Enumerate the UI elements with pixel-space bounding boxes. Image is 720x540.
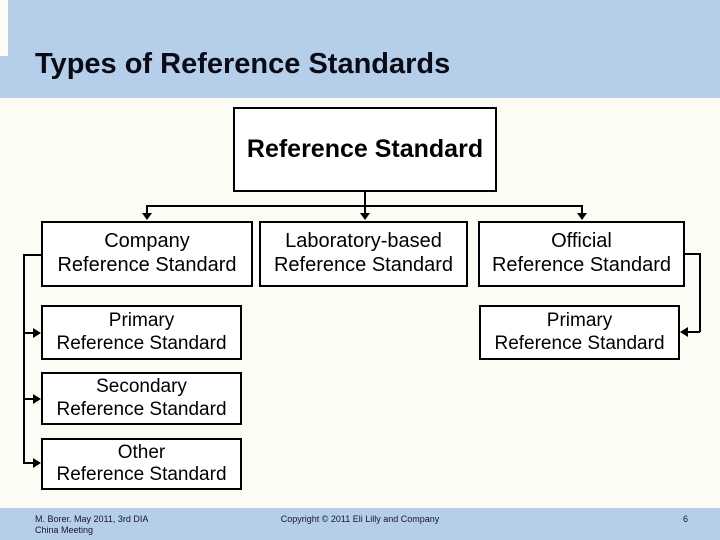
footer-band: M. Borer. May 2011, 3rd DIA China Meetin… [0, 508, 720, 540]
box-primary-reference-standard-left: Primary Reference Standard [41, 305, 242, 360]
box-primary-reference-standard-right: Primary Reference Standard [479, 305, 680, 360]
box-label: Reference Standard [246, 134, 484, 163]
box-label-line1: Company [104, 230, 190, 253]
footer-author: M. Borer. May 2011, 3rd DIA China Meetin… [35, 514, 148, 537]
box-label-line2: Reference Standard [273, 254, 453, 276]
box-label-line2: Reference Standard [491, 254, 671, 276]
box-label-line2: Reference Standard [56, 398, 227, 420]
box-laboratory-based-reference-standard: Laboratory-based Reference Standard [259, 221, 468, 287]
box-label-line2: Reference Standard [56, 332, 227, 354]
box-label-line2: Reference Standard [494, 332, 665, 354]
slide-title: Types of Reference Standards [35, 48, 451, 80]
box-label-line1: Primary [546, 310, 613, 332]
footer-author-line1: M. Borer. May 2011, 3rd DIA [35, 514, 149, 524]
box-secondary-reference-standard: Secondary Reference Standard [41, 372, 242, 425]
box-other-reference-standard: Other Reference Standard [41, 438, 242, 490]
footer-copyright: Copyright © 2011 Eli Lilly and Company [280, 514, 440, 524]
header-corner-notch [0, 0, 8, 56]
footer-page-number: 6 [682, 514, 688, 524]
box-label-line1: Other [117, 441, 166, 463]
box-label-line1: Secondary [96, 376, 187, 398]
box-official-reference-standard: Official Reference Standard [478, 221, 685, 287]
box-label-line2: Reference Standard [56, 464, 227, 485]
box-reference-standard: Reference Standard [233, 107, 497, 192]
header-band [0, 0, 720, 98]
box-label-line1: Laboratory-based [285, 230, 442, 253]
box-label-line2: Reference Standard [57, 254, 237, 276]
footer-author-line2: China Meeting [35, 525, 94, 536]
box-label-line1: Official [551, 230, 612, 253]
box-company-reference-standard: Company Reference Standard [41, 221, 253, 287]
box-label-line1: Primary [108, 310, 175, 332]
